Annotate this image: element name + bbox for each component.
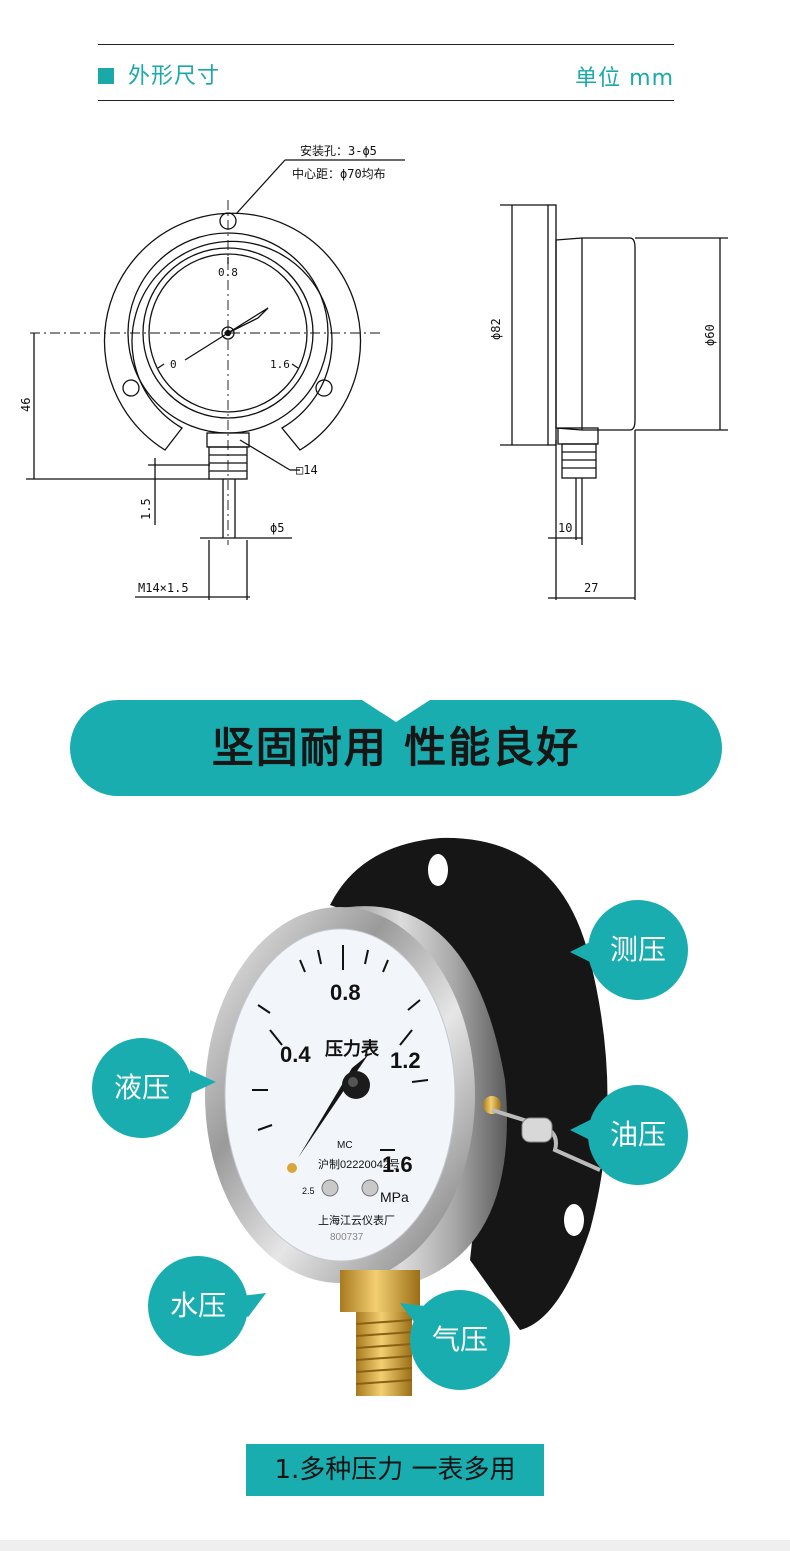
dial-title: 压力表 [325, 1038, 380, 1059]
banner-text: 坚固耐用 性能良好 [211, 723, 581, 772]
pressure-gauge-photo: 0.8 0.4 1.2 1.6 压力表 MPa MC 沪制02220042号 2… [205, 837, 608, 1396]
dimension-drawing: 安装孔：3-ϕ5 中心距：ϕ70均布 0.8 0 1.6 46 1.5 □14 … [19, 143, 728, 600]
hole-note: 安装孔：3-ϕ5 [300, 143, 377, 158]
dim-phi5: ϕ5 [270, 521, 284, 535]
banner-notch [362, 700, 430, 722]
dial-label-16: 1.6 [382, 1152, 413, 1177]
dim-60: ϕ60 [703, 324, 717, 346]
dial-license: 沪制02220042号 [318, 1157, 400, 1171]
front-scale-0: 0 [170, 358, 177, 371]
dim-82: ϕ82 [489, 318, 503, 340]
flange-hole-bottom [564, 1204, 584, 1236]
dial-maker: 上海江云仪表厂 [318, 1213, 395, 1227]
header-top-rule [98, 44, 674, 45]
mount-hole-left [122, 379, 140, 397]
dial-label-12: 1.2 [390, 1048, 421, 1073]
dim-thread: M14×1.5 [138, 581, 189, 595]
center-note: 中心距：ϕ70均布 [292, 166, 386, 181]
mount-hole-right [315, 379, 333, 397]
dial-label-04: 0.4 [280, 1042, 311, 1067]
flange-hole-top [428, 854, 448, 886]
dim-46: 46 [19, 398, 33, 412]
dial-class: 2.5 [302, 1186, 315, 1196]
dim-1-5: 1.5 [139, 498, 153, 520]
bubble-liquid: 液压 [92, 1038, 192, 1138]
header-bottom-rule [98, 100, 674, 101]
unit-label: 单位 mm [575, 66, 674, 91]
dial-screw-right [361, 1179, 379, 1197]
bubble-measure: 测压 [588, 900, 688, 1000]
bottom-band [0, 1540, 790, 1551]
dial-screw-stop [287, 1163, 297, 1173]
front-scale-16: 1.6 [270, 358, 290, 371]
dial-label-08: 0.8 [330, 980, 361, 1005]
caption-box: 1.多种压力 一表多用 [246, 1444, 544, 1496]
section-title-text: 外形尺寸 [128, 64, 221, 89]
dial-mc: MC [337, 1140, 353, 1151]
bubble-liquid-tail [190, 1070, 216, 1094]
bubble-water: 水压 [148, 1256, 248, 1356]
side-case [555, 237, 636, 431]
dim-27: 27 [584, 581, 598, 595]
front-needle [227, 307, 269, 334]
dim-10: 10 [558, 521, 572, 535]
front-scale-08: 0.8 [218, 266, 238, 279]
side-flange [547, 204, 557, 446]
dial-unit: MPa [380, 1189, 409, 1205]
section-title: 外形尺寸 [98, 58, 220, 90]
clip-bolt [521, 1117, 553, 1143]
brass-socket-hex [340, 1270, 420, 1312]
square-bullet-icon [98, 68, 114, 84]
dial-screw-left [321, 1179, 339, 1197]
bubble-gas: 气压 [410, 1290, 510, 1390]
dial-serial: 800737 [330, 1232, 364, 1243]
side-socket-thread [561, 443, 597, 479]
bubble-oil: 油压 [588, 1085, 688, 1185]
front-flange-outline [103, 212, 362, 451]
dim-hex: □14 [296, 463, 318, 477]
